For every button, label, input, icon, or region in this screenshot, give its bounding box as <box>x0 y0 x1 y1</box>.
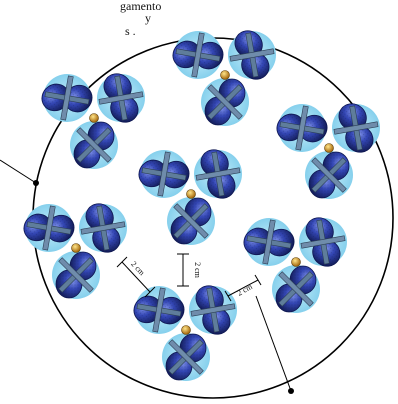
dimension-center-label: 2 cm <box>193 262 202 279</box>
tri-lobe-cluster-icon <box>236 209 357 313</box>
gold-bead-icon <box>182 326 191 335</box>
dimension-center: 2 cm <box>177 254 202 286</box>
leader-bottom-dot-icon <box>288 388 294 394</box>
lobe <box>201 78 249 126</box>
leader-left <box>0 160 39 186</box>
gold-bead-icon <box>325 144 334 153</box>
tri-lobe-cluster-icon <box>165 22 286 126</box>
tri-lobe-cluster-icon <box>126 277 247 381</box>
tri-lobe-cluster-icon <box>34 65 155 169</box>
lobe <box>167 197 215 245</box>
gold-bead-icon <box>221 71 230 80</box>
lobe <box>70 121 118 169</box>
gold-bead-icon <box>90 114 99 123</box>
lobe <box>305 151 353 199</box>
tri-lobe-cluster-icon <box>131 141 252 245</box>
caption-line-3: s . <box>125 24 166 38</box>
tri-lobe-cluster-icon <box>269 95 390 199</box>
gold-bead-icon <box>292 258 301 267</box>
gold-bead-icon <box>187 190 196 199</box>
lobe <box>272 265 320 313</box>
caption-line-2: y <box>145 11 186 25</box>
cluster-layer <box>16 22 390 381</box>
leader-left-dot-icon <box>33 180 39 186</box>
dimension-left-label: 2 cm <box>129 259 147 277</box>
dimension-left: 2 cm <box>117 257 155 297</box>
gold-bead-icon <box>72 244 81 253</box>
lobe <box>162 333 210 381</box>
caption-block: gamento y s . <box>0 0 41 42</box>
tri-lobe-cluster-icon <box>16 195 137 299</box>
lobe <box>52 251 100 299</box>
dimension-right-label: 2 cm <box>236 282 255 298</box>
